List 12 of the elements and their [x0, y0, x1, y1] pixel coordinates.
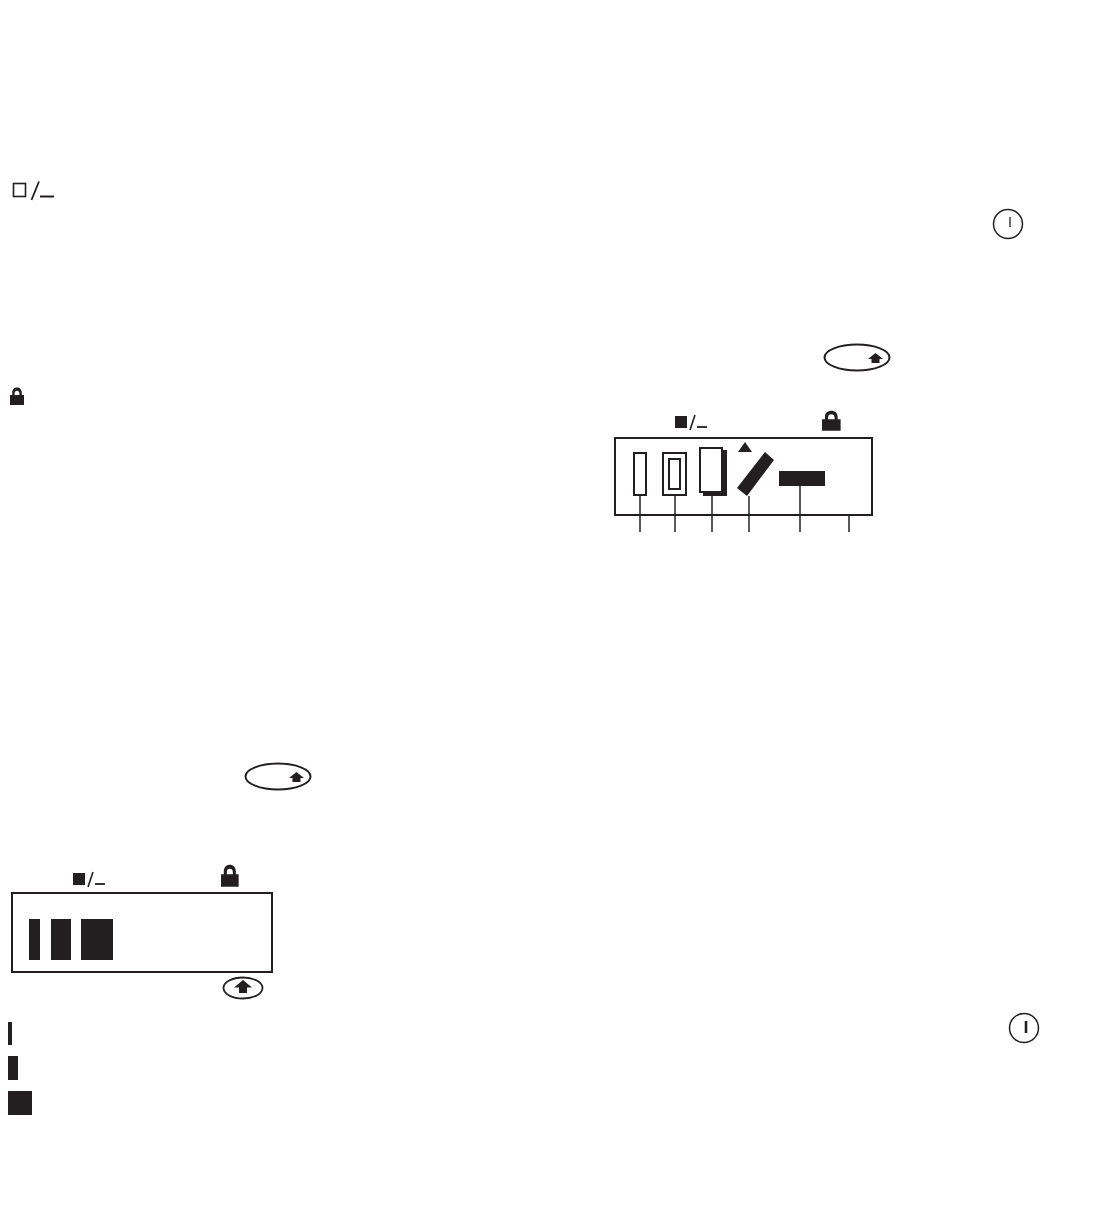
leader-line: [674, 495, 676, 533]
leader-line: [748, 495, 750, 533]
leader-line: [711, 495, 713, 533]
leader-line: [639, 495, 641, 533]
double-outlined-bar-segment: [662, 452, 687, 496]
diagonal-bar-segment: [737, 452, 774, 496]
lcd-display: [614, 437, 873, 516]
outlined-bar-segment: [633, 452, 647, 496]
leader-line: [848, 515, 850, 533]
dash-segment: [779, 471, 825, 486]
leader-line: [799, 485, 801, 533]
shadowed-bar-segment: [699, 447, 727, 496]
